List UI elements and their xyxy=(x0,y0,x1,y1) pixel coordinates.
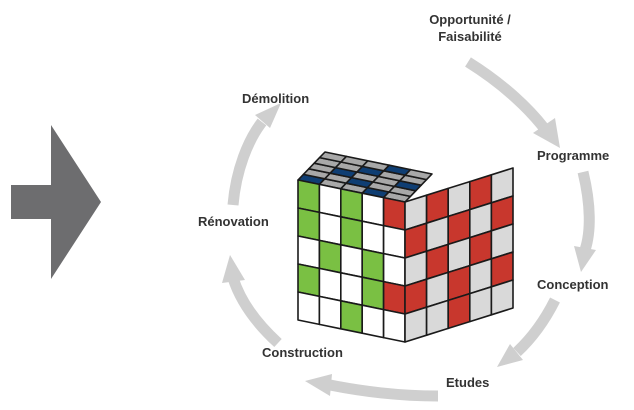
cube-front-cell xyxy=(382,308,406,343)
cube-side-cell xyxy=(447,292,471,330)
cube-front-cell xyxy=(297,263,321,298)
cube-side-cell xyxy=(490,279,514,316)
cycle-arrow-construction-renovation xyxy=(227,276,282,348)
cube-front-cell xyxy=(339,271,364,307)
label-construction: Construction xyxy=(262,345,343,360)
cycle-arrow-opportunite-programme xyxy=(465,57,549,132)
cube-front-cell xyxy=(339,188,364,222)
cube-side-cell xyxy=(404,306,428,343)
label-demolition: Démolition xyxy=(242,91,310,106)
cube-front-cell xyxy=(339,244,364,279)
cube-front-cell xyxy=(361,276,385,311)
cube-front-cell xyxy=(361,192,385,227)
cycle-arrow-programme-conception xyxy=(577,170,595,252)
cube-side-cell xyxy=(468,285,493,323)
cube-front-cell xyxy=(382,196,406,231)
cube-front-cell xyxy=(297,207,321,242)
label-conception: Conception xyxy=(537,277,609,292)
label-opportunite: Opportunité / xyxy=(429,12,511,27)
label-programme: Programme xyxy=(537,148,610,163)
cycle-arrow-etudes-construction xyxy=(328,379,439,402)
cube-front-cell xyxy=(318,211,342,246)
cube-front-cell xyxy=(382,280,406,315)
cycle-arrow-conception-etudes xyxy=(513,297,560,357)
cube-front-cell xyxy=(339,299,364,335)
cube-top-cell xyxy=(404,168,433,181)
cube-front-cell xyxy=(318,295,342,330)
cube-front-cell xyxy=(297,291,321,326)
label-etudes: Etudes xyxy=(446,375,490,390)
label-faisabilite: Faisabilité xyxy=(438,29,502,44)
cube-front-cell xyxy=(361,248,385,283)
cube-front-cell xyxy=(382,224,406,259)
cube-front-cell xyxy=(297,179,321,214)
cube-front-cell xyxy=(318,267,342,302)
cube-front-cell xyxy=(382,252,406,287)
cube-front-cell xyxy=(361,304,385,339)
cycle-arrow-renovation-demolition xyxy=(227,118,267,206)
cube-front-cell xyxy=(339,216,364,250)
right-arrow-icon xyxy=(11,125,101,279)
cube-side-cell xyxy=(425,299,450,337)
rubiks-cube-icon xyxy=(297,151,514,343)
cycle-arrows xyxy=(222,57,596,402)
cube-front-cell xyxy=(318,183,342,218)
cube-front-cell xyxy=(297,235,321,270)
cube-front-cell xyxy=(361,220,385,255)
cube-front-cell xyxy=(318,239,342,274)
label-renovation: Rénovation xyxy=(198,214,269,229)
